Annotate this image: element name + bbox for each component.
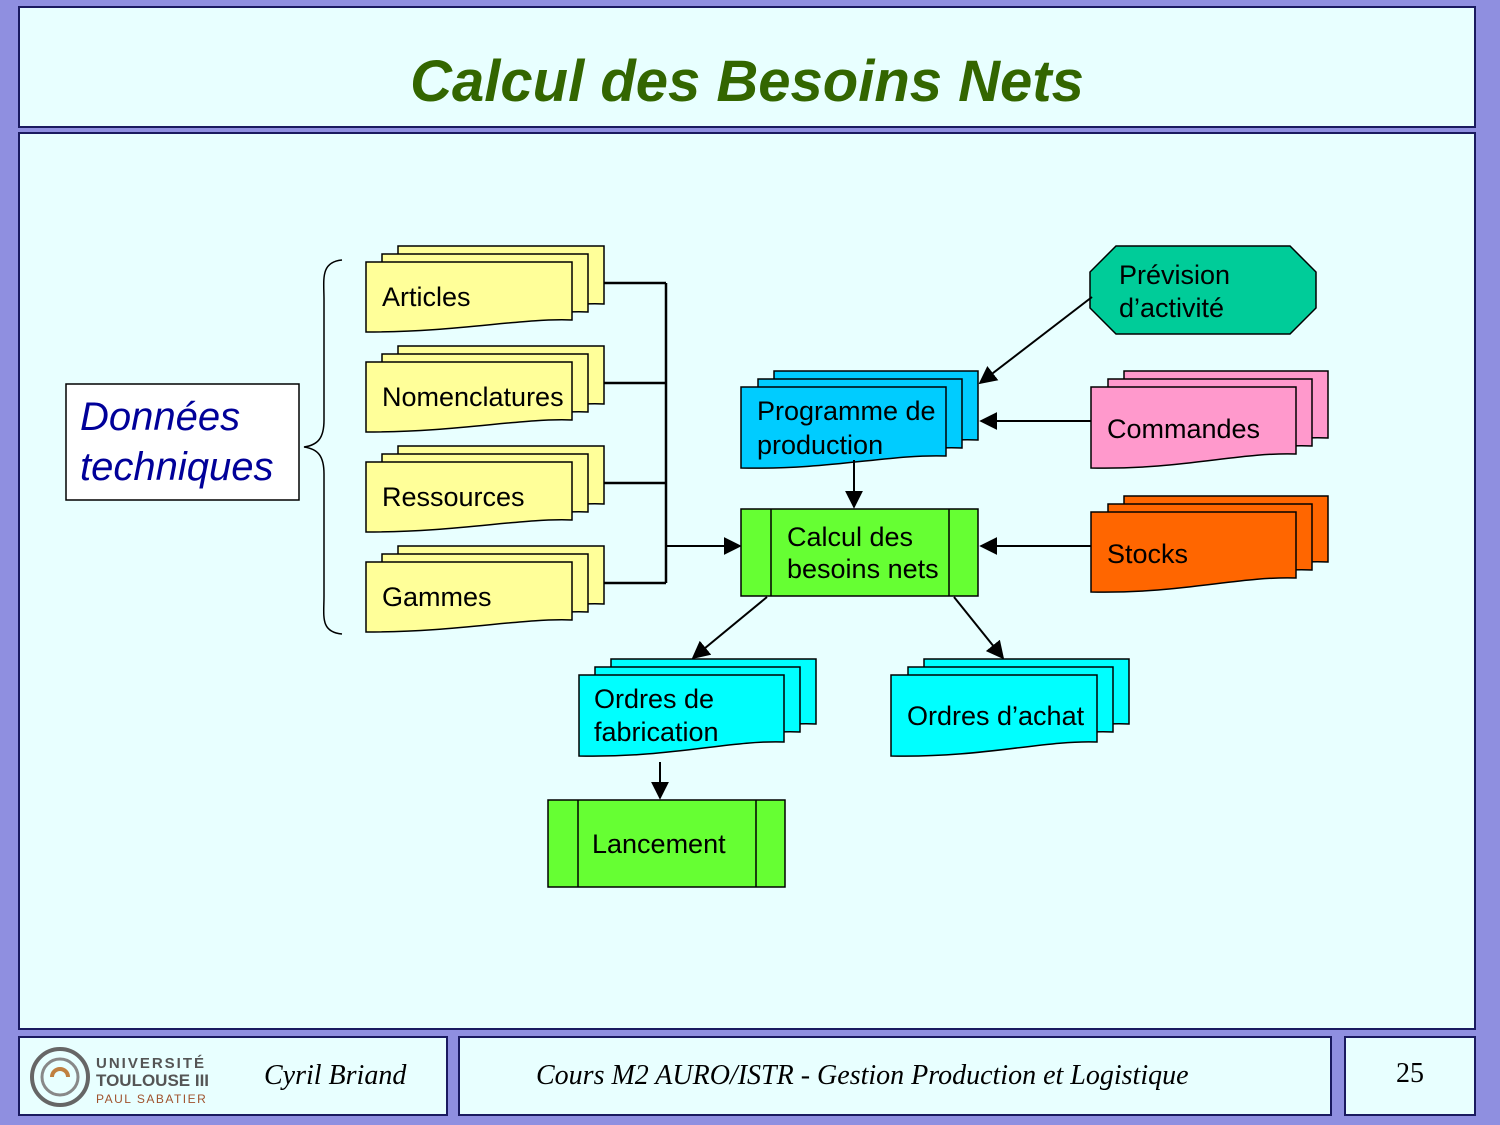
footer-page-panel: 25 — [1344, 1036, 1476, 1116]
commandes-label: Commandes — [1107, 414, 1260, 444]
logo-line-3: PAUL SABATIER — [96, 1092, 207, 1106]
commandes-document-stack: Commandes — [1090, 370, 1329, 469]
prevision-activite-node: Prévision d’activité — [1089, 245, 1317, 335]
donnees-line-2: techniques — [80, 445, 273, 489]
gammes-label: Gammes — [382, 582, 492, 612]
donnees-techniques-box: Données techniques — [65, 383, 300, 501]
lancement-label: Lancement — [592, 829, 726, 859]
articles-label: Articles — [382, 282, 471, 312]
title-panel: Calcul des Besoins Nets — [18, 6, 1476, 128]
ressources-document-stack: Ressources — [365, 445, 605, 533]
prevision-line-2: d’activité — [1119, 293, 1224, 323]
stocks-document-stack: Stocks — [1090, 495, 1329, 593]
gammes-document-stack: Gammes — [365, 545, 605, 633]
arrow-prevision-to-programme — [978, 296, 1093, 385]
programme-line-1: Programme de — [757, 396, 936, 426]
footer-course-panel: Cours M2 AURO/ISTR - Gestion Production … — [458, 1036, 1332, 1116]
nomenclatures-document-stack: Nomenclatures — [365, 345, 605, 433]
ordres-fab-line-2: fabrication — [594, 717, 719, 747]
curly-brace — [303, 259, 343, 635]
logo-line-1: UNIVERSITÉ — [96, 1055, 206, 1072]
arrow-calcul-to-ordres-achat — [953, 596, 1005, 660]
ordres-fabrication-document-stack: Ordres de fabrication — [578, 658, 817, 757]
ordres-fab-line-1: Ordres de — [594, 684, 714, 714]
footer-author: Cyril Briand — [264, 1060, 407, 1091]
data-bus-connector — [604, 281, 668, 585]
calcul-besoins-nets-process: Calcul des besoins nets — [740, 508, 979, 597]
ordres-achat-document-stack: Ordres d’achat — [890, 658, 1130, 757]
prevision-line-1: Prévision — [1119, 260, 1230, 290]
programme-production-document-stack: Programme de production — [740, 370, 979, 469]
calcul-line-1: Calcul des — [787, 522, 913, 552]
programme-line-2: production — [757, 430, 883, 460]
donnees-line-1: Données — [80, 395, 240, 439]
university-seal-icon — [30, 1047, 90, 1107]
page-number: 25 — [1396, 1058, 1424, 1089]
logo-line-2: TOULOUSE III — [96, 1071, 209, 1090]
ordres-achat-label: Ordres d’achat — [907, 701, 1085, 731]
footer-left-panel: UNIVERSITÉ TOULOUSE III PAUL SABATIER Cy… — [18, 1036, 448, 1116]
footer-course: Cours M2 AURO/ISTR - Gestion Production … — [536, 1060, 1189, 1091]
arrow-calcul-to-ordres-fab — [691, 596, 768, 660]
stocks-label: Stocks — [1107, 539, 1188, 569]
slide-title: Calcul des Besoins Nets — [410, 49, 1084, 114]
lancement-process: Lancement — [547, 799, 786, 888]
ressources-label: Ressources — [382, 482, 525, 512]
calcul-line-2: besoins nets — [787, 554, 939, 584]
nomenclatures-label: Nomenclatures — [382, 382, 564, 412]
university-logo: UNIVERSITÉ TOULOUSE III PAUL SABATIER — [30, 1047, 209, 1107]
articles-document-stack: Articles — [365, 245, 605, 333]
